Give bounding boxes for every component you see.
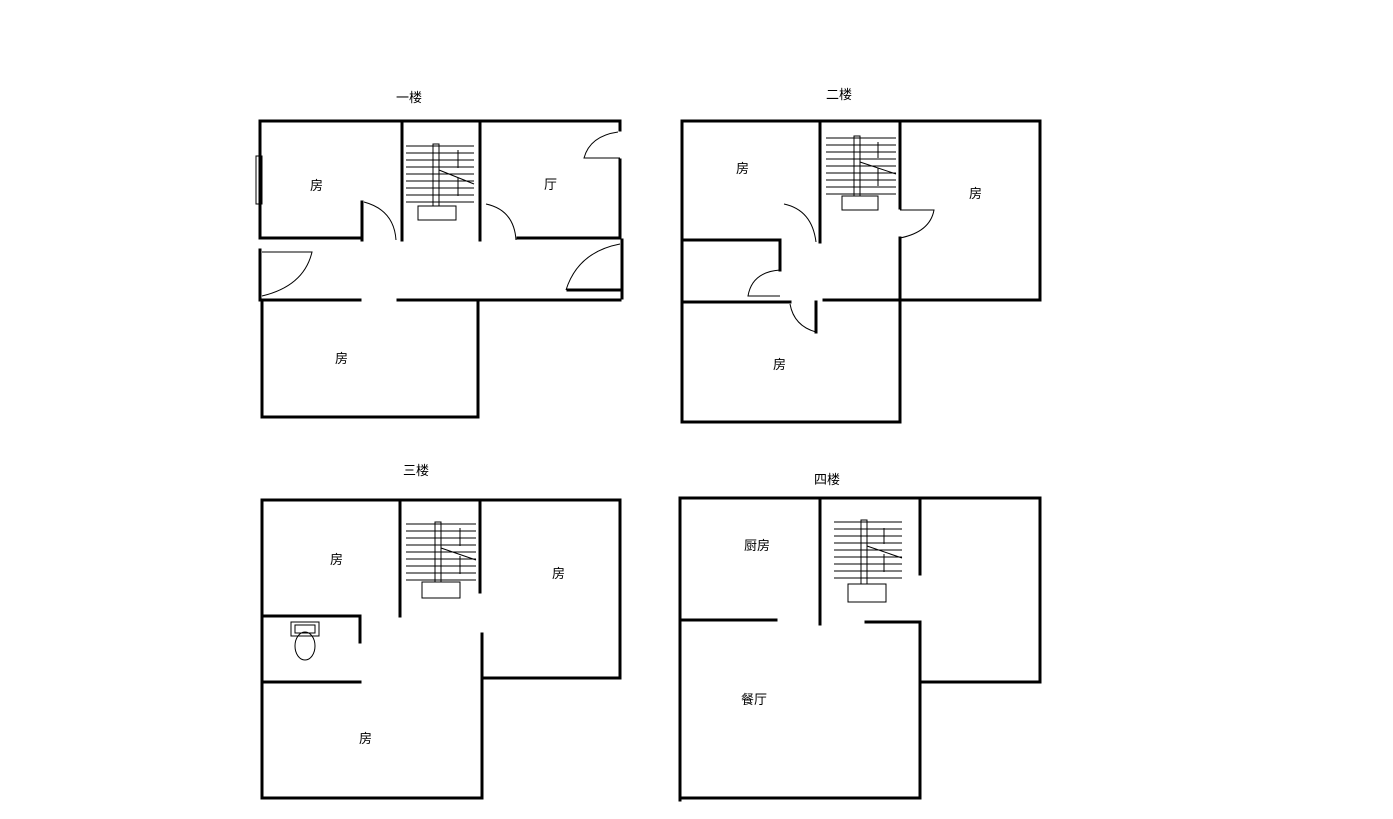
room-label: 房: [335, 351, 348, 367]
floor-2-plan: 二楼 房 房 房: [680, 88, 1042, 424]
floor-1-plan: 一楼 房: [255, 91, 624, 419]
staircase-icon: [826, 135, 897, 211]
floor-3-title: 三楼: [403, 464, 429, 479]
room-label: 房: [330, 552, 343, 568]
floor-2-title: 二楼: [826, 88, 852, 103]
room-label: 餐厅: [741, 692, 767, 708]
window-icon: [255, 155, 263, 205]
staircase-icon: [406, 143, 475, 221]
floor-3-plan: 三楼 房 房 房: [260, 464, 622, 800]
room-label: 房: [736, 161, 749, 177]
staircase-icon: [834, 519, 903, 603]
floor-4-plan: 四楼 厨房 餐厅: [678, 473, 1042, 802]
floor-1-title: 一楼: [396, 91, 422, 106]
staircase-icon: [406, 521, 477, 599]
room-label: 房: [310, 178, 323, 194]
room-label: 房: [552, 566, 565, 582]
room-label: 房: [969, 186, 982, 202]
floor-4-title: 四楼: [814, 473, 840, 488]
toilet-icon: [290, 621, 320, 661]
room-label: 房: [773, 357, 786, 373]
room-label: 房: [359, 731, 372, 747]
room-label: 厨房: [744, 538, 770, 554]
room-label: 厅: [544, 178, 557, 193]
